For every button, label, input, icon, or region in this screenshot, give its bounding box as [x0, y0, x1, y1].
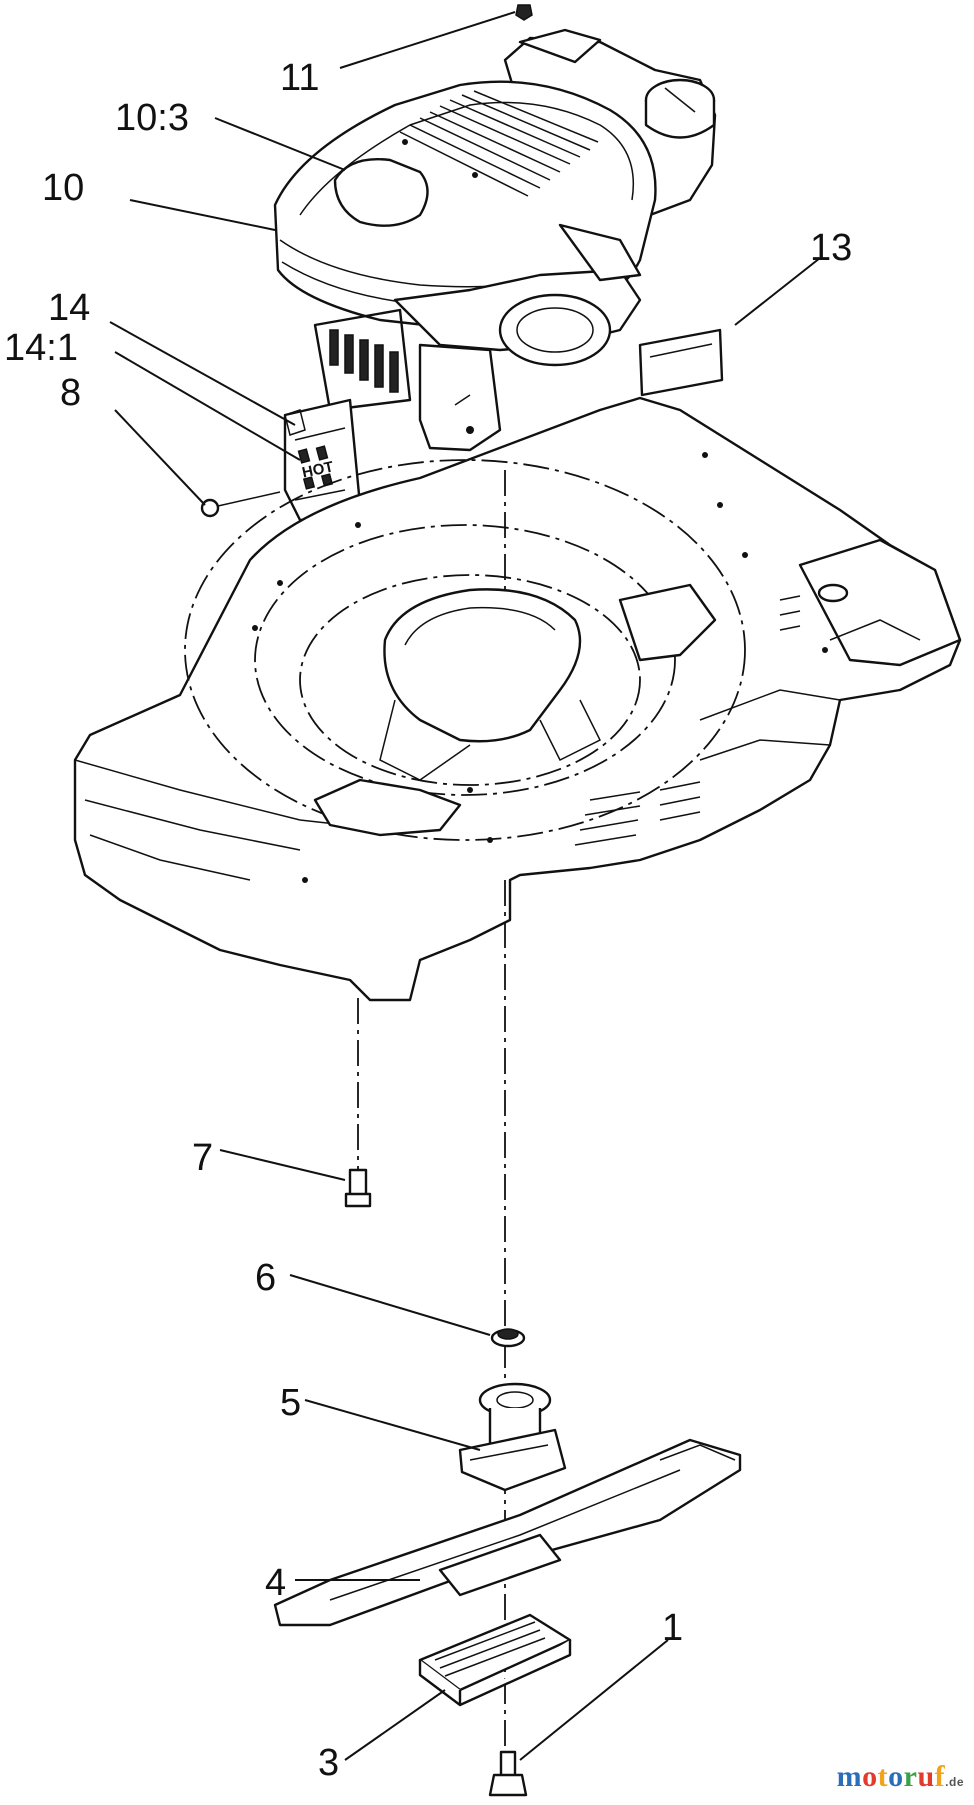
watermark-letter: m: [836, 1760, 863, 1793]
watermark-letter: r: [903, 1760, 918, 1793]
part-11-screw: [515, 4, 533, 21]
callout-10: 10: [42, 167, 84, 209]
callout-8: 8: [60, 372, 81, 414]
muffler-fins: [313, 308, 412, 412]
callout-13: 13: [810, 227, 852, 269]
callout-4: 4: [265, 1562, 286, 1604]
part-13-decal: [638, 328, 724, 397]
callout-6: 6: [255, 1257, 276, 1299]
watermark-letter: u: [917, 1760, 935, 1793]
callout-14-1: 14:1: [4, 327, 78, 369]
callout-14: 14: [48, 287, 90, 329]
callout-5: 5: [280, 1382, 301, 1424]
part-5-blade-adapter: [458, 1382, 567, 1492]
part-1-blade-bolt: [488, 1750, 528, 1797]
part-3-blade-stiffener: [418, 1613, 572, 1707]
mower-deck: [73, 396, 962, 1002]
watermark-letter: o: [862, 1760, 878, 1793]
leader-lines: [109, 11, 821, 1761]
part-6-washer: [490, 1328, 526, 1348]
callout-11: 11: [280, 57, 319, 99]
callout-1: 1: [662, 1607, 683, 1649]
engine-assembly: [273, 28, 717, 452]
callout-7: 7: [192, 1137, 213, 1179]
shield-hot-label: HOT: [301, 458, 336, 481]
deck-louvers: [574, 595, 801, 846]
callout-labels: 11 10:3 10 13 14 14:1 8 7 6 5 4 1 3: [4, 57, 852, 1784]
engine-label-pad: [333, 158, 429, 227]
callout-3: 3: [318, 1742, 339, 1784]
part-14-heat-shield: HOT: [283, 398, 362, 522]
motoruf-watermark-logo: motoruf.de: [837, 1760, 964, 1794]
part-8-nut: [200, 498, 220, 518]
watermark-letter: t: [877, 1760, 889, 1793]
watermark-letters: motoruf: [837, 1760, 946, 1794]
cooling-fins: [399, 90, 599, 197]
part-4-blade: [273, 1438, 742, 1627]
watermark-letter: o: [888, 1760, 904, 1793]
callout-10-3: 10:3: [115, 97, 189, 139]
watermark-letter: f: [934, 1760, 946, 1793]
part-7-bolt: [344, 1168, 372, 1208]
watermark-suffix: .de: [945, 1775, 964, 1789]
